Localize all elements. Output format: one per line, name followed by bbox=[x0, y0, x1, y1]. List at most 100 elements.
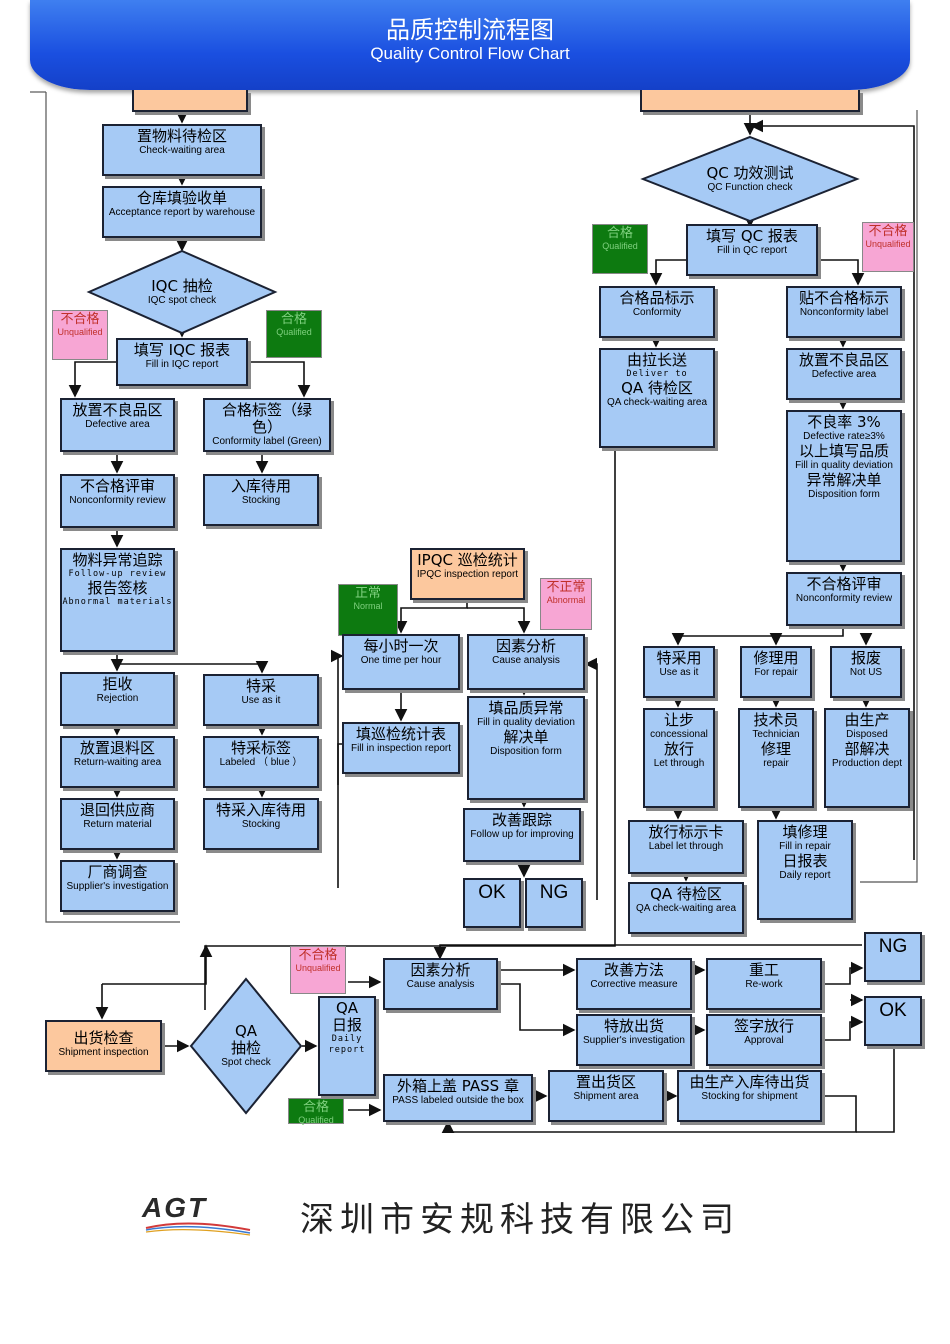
conformity-label-box: 合格标签（绿色） Conformity label (Green) bbox=[203, 398, 331, 452]
title-en: Quality Control Flow Chart bbox=[370, 44, 570, 63]
stocking-en: Stocking bbox=[241, 495, 281, 506]
ipqc-abnormal-cn: 不正常 bbox=[546, 580, 586, 595]
ship-ng-text: NG bbox=[878, 936, 908, 957]
return-waiting-cn: 放置退料区 bbox=[79, 739, 155, 757]
iqc-qualified-tag: 合格 Qualified bbox=[266, 310, 322, 358]
acceptance-report-cn: 仓库填验收单 bbox=[136, 189, 227, 207]
return-waiting-en: Return-waiting area bbox=[73, 757, 162, 768]
abnormal-followup-cn1: 物料异常追踪 bbox=[72, 551, 163, 569]
special-release-en: Supplier's investigation bbox=[583, 1035, 685, 1046]
qa-waiting-cn: QA 待检区 bbox=[650, 885, 722, 903]
qc-qualified-cn: 合格 bbox=[606, 226, 633, 241]
concessional-cn1: 让步 bbox=[663, 711, 694, 729]
ipqc-report-en: IPQC inspection report bbox=[416, 569, 519, 580]
production-dispose-box: 由生产 Disposed 部解决 Production dept bbox=[824, 708, 910, 808]
stocking-box: 入库待用 Stocking bbox=[203, 474, 319, 526]
check-waiting-cn: 置物料待检区 bbox=[136, 127, 227, 145]
for-repair-cn: 修理用 bbox=[753, 649, 799, 667]
ship-unqualified-en: Unqualified bbox=[295, 963, 341, 973]
check-waiting-en: Check-waiting area bbox=[139, 145, 225, 156]
ship-ng-box: NG bbox=[864, 932, 922, 982]
return-material-box: 退回供应商 Return material bbox=[60, 798, 175, 850]
logo-text: AGT bbox=[142, 1192, 208, 1223]
repair-report-en2: Daily report bbox=[779, 870, 831, 881]
qc-report-box: 填写 QC 报表 Fill in QC report bbox=[686, 224, 818, 276]
stocking-shipment-cn: 由生产入库待出货 bbox=[689, 1073, 810, 1091]
defect-rate-en3: Disposition form bbox=[808, 489, 880, 500]
for-repair-box: 修理用 For repair bbox=[740, 646, 812, 698]
shipment-inspection-cn: 出货检查 bbox=[73, 1029, 134, 1047]
labeled-blue-en: Labeled （ blue ） bbox=[219, 757, 303, 768]
defect-rate-box: 不良率 3% Defective rate≥3% 以上填写品质 Fill in … bbox=[786, 410, 902, 562]
agt-logo: AGT bbox=[138, 1192, 258, 1236]
ipqc-abnormal-en: Abnormal bbox=[546, 595, 586, 605]
rework-en: Re-work bbox=[745, 979, 783, 990]
repair-report-en1: Fill in repair bbox=[779, 841, 831, 852]
shipment-inspection-box: 出货检查 Shipment inspection bbox=[45, 1020, 162, 1072]
iqc-spot-cn: IQC 抽检 bbox=[151, 276, 213, 295]
nonconformity-review-cn: 不合格评审 bbox=[79, 477, 155, 495]
conformity-label-en: Conformity label (Green) bbox=[212, 436, 322, 447]
pass-label-box: 外箱上盖 PASS 章 PASS labeled outside the box bbox=[383, 1074, 533, 1122]
repair-report-cn2: 日报表 bbox=[782, 852, 828, 870]
conformity-cn: 合格品标示 bbox=[619, 289, 695, 307]
stocking-cn: 入库待用 bbox=[230, 477, 291, 495]
qa-spot-cn2: 抽检 bbox=[230, 1039, 261, 1057]
iqc-unqualified-cn: 不合格 bbox=[60, 312, 100, 327]
ship-qualified-cn: 合格 bbox=[302, 1100, 329, 1115]
qa-daily-en2: report bbox=[328, 1045, 366, 1055]
production-dispose-en2: Production dept bbox=[831, 758, 903, 769]
qc-use-as-it-cn: 特采用 bbox=[656, 649, 702, 667]
qa-spot-diamond: QA 抽检 Spot check bbox=[189, 977, 303, 1115]
iqc-report-en: Fill in IQC report bbox=[145, 359, 219, 370]
deliver-cn2: QA 待检区 bbox=[621, 379, 693, 397]
iqc-qualified-en: Qualified bbox=[276, 327, 312, 337]
conformity-en: Conformity bbox=[632, 307, 682, 318]
defect-rate-cn2: 以上填写品质 bbox=[798, 442, 889, 460]
production-dispose-cn1: 由生产 bbox=[844, 711, 890, 729]
ship-ok-text: OK bbox=[879, 1000, 907, 1021]
defective-area-box: 放置不良品区 Defective area bbox=[60, 398, 175, 452]
abnormal-followup-cn2: 报告签核 bbox=[87, 579, 148, 597]
improving-box: 改善跟踪 Follow up for improving bbox=[463, 808, 581, 862]
production-dispose-cn2: 部解决 bbox=[844, 740, 890, 758]
ipqc-normal-cn: 正常 bbox=[354, 586, 381, 601]
special-release-box: 特放出货 Supplier's investigation bbox=[576, 1014, 692, 1066]
qa-waiting-en: QA check-waiting area bbox=[635, 903, 737, 914]
ipqc-deviation-en2: Disposition form bbox=[490, 746, 562, 757]
hourly-cn: 每小时一次 bbox=[363, 637, 439, 655]
concessional-en2: Let through bbox=[653, 758, 705, 769]
special-stocking-en: Stocking bbox=[241, 819, 281, 830]
abnormal-followup-box: 物料异常追踪 Follow-up review 报告签核 Abnormal ma… bbox=[60, 548, 175, 652]
defect-rate-en2: Fill in quality deviation bbox=[795, 460, 893, 471]
deliver-en1: Deliver to bbox=[626, 369, 688, 379]
technician-cn2: 修理 bbox=[760, 740, 791, 758]
technician-en1: Technician bbox=[752, 729, 800, 740]
nonconformity-label-en: Nonconformity label bbox=[799, 307, 889, 318]
not-us-box: 报废 Not US bbox=[830, 646, 902, 698]
acceptance-report-en: Acceptance report by warehouse bbox=[108, 207, 256, 218]
approval-box: 签字放行 Approval bbox=[706, 1014, 822, 1066]
abnormal-followup-en2: Abnormal materials bbox=[62, 597, 173, 607]
conformity-box: 合格品标示 Conformity bbox=[599, 286, 715, 338]
title-banner: 品质控制流程图 Quality Control Flow Chart bbox=[30, 0, 910, 90]
technician-en2: repair bbox=[763, 758, 789, 769]
labeled-blue-cn: 特采标签 bbox=[230, 739, 291, 757]
rejection-en: Rejection bbox=[96, 693, 139, 704]
nonconformity-review-en: Nonconformity review bbox=[69, 495, 166, 506]
special-release-cn: 特放出货 bbox=[603, 1017, 664, 1035]
improving-en: Follow up for improving bbox=[470, 829, 574, 840]
iqc-spot-diamond: IQC 抽检 IQC spot check bbox=[86, 249, 278, 335]
iqc-qualified-cn: 合格 bbox=[280, 312, 307, 327]
qc-use-as-it-box: 特采用 Use as it bbox=[643, 646, 715, 698]
qc-report-en: Fill in QC report bbox=[716, 245, 787, 256]
qc-report-cn: 填写 QC 报表 bbox=[706, 227, 798, 245]
qc-defective-box: 放置不良品区 Defective area bbox=[786, 348, 902, 400]
ipqc-ok-box: OK bbox=[463, 878, 521, 928]
qc-unqualified-cn: 不合格 bbox=[868, 224, 908, 239]
supplier-investigation-box: 厂商调查 Supplier's investigation bbox=[60, 860, 175, 912]
ipqc-deviation-box: 填品质异常 Fill in quality deviation 解决单 Disp… bbox=[467, 696, 585, 800]
production-dispose-en1: Disposed bbox=[846, 729, 888, 740]
ipqc-normal-en: Normal bbox=[353, 601, 383, 611]
company-name: 深圳市安规科技有限公司 bbox=[300, 1200, 740, 1240]
